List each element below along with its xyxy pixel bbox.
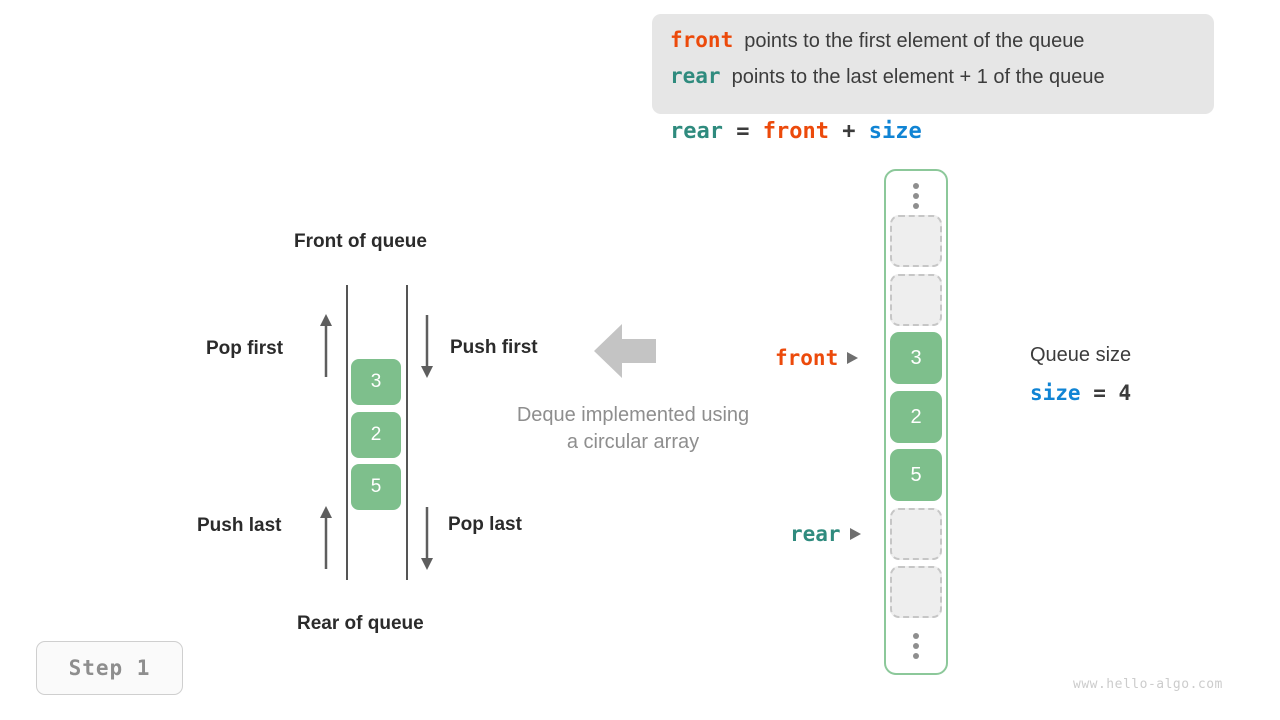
formula-front: front: [762, 119, 829, 144]
array-bottom-ellipsis-icon: [890, 626, 942, 666]
deque-cell: 2: [351, 412, 401, 458]
pointer-rear-triangle-icon: [849, 528, 861, 540]
legend-row-front: front points to the first element of the…: [670, 28, 1196, 64]
queue-size-expression: size = 4: [1030, 381, 1131, 405]
pointer-front-label: front: [775, 346, 839, 370]
arrow-down-push-first-icon: [419, 313, 435, 379]
queue-size-label: Queue size: [1030, 344, 1132, 366]
deque-rail-left: [346, 285, 348, 580]
array-cell: [890, 566, 942, 618]
size-keyword: size: [1030, 381, 1081, 405]
rear-of-queue-heading: Rear of queue: [297, 613, 424, 634]
arrow-up-pop-first-icon: [318, 313, 334, 379]
formula-equals: =: [722, 119, 763, 144]
array-top-ellipsis-icon: [890, 176, 942, 216]
array-cell: 5: [890, 449, 942, 501]
array-cell: 3: [890, 332, 942, 384]
formula-rear-equals-front-plus-size: rear = front + size: [670, 119, 922, 144]
legend-box: front points to the first element of the…: [652, 14, 1214, 114]
array-cell: [890, 508, 942, 560]
watermark: www.hello-algo.com: [1073, 677, 1223, 692]
legend-text-rear: points to the last element + 1 of the qu…: [731, 66, 1105, 88]
pointer-front: front: [775, 332, 859, 384]
caption-line-1: Deque implemented using: [516, 404, 750, 426]
legend-keyword-front: front: [670, 28, 734, 52]
deque-cell: 3: [351, 359, 401, 405]
formula-plus: +: [828, 119, 869, 144]
deque-rail-right: [406, 285, 408, 580]
arrow-up-push-last-icon: [318, 505, 334, 571]
arrow-down-pop-last-icon: [419, 505, 435, 571]
formula-size: size: [868, 119, 922, 144]
legend-row-rear: rear points to the last element + 1 of t…: [670, 64, 1196, 100]
array-cell: [890, 215, 942, 267]
pointer-rear: rear: [790, 508, 861, 560]
pointer-front-triangle-icon: [847, 352, 859, 364]
front-of-queue-heading: Front of queue: [294, 231, 427, 252]
array-cell: [890, 274, 942, 326]
step-badge: Step 1: [36, 641, 183, 695]
pointer-rear-label: rear: [790, 522, 841, 546]
legend-keyword-rear: rear: [670, 64, 721, 88]
diagram-caption: Deque implemented using a circular array: [492, 402, 774, 456]
arrow-left-block-icon: [594, 322, 656, 385]
deque-cell: 5: [351, 464, 401, 510]
pop-first-label: Pop first: [206, 338, 284, 359]
formula-rear: rear: [670, 119, 723, 144]
array-cell: 2: [890, 391, 942, 443]
caption-line-2: a circular array: [566, 431, 700, 453]
size-value: = 4: [1080, 381, 1132, 405]
push-last-label: Push last: [197, 515, 282, 536]
pop-last-label: Pop last: [448, 514, 522, 535]
legend-text-front: points to the first element of the queue: [744, 30, 1085, 52]
push-first-label: Push first: [450, 337, 538, 358]
